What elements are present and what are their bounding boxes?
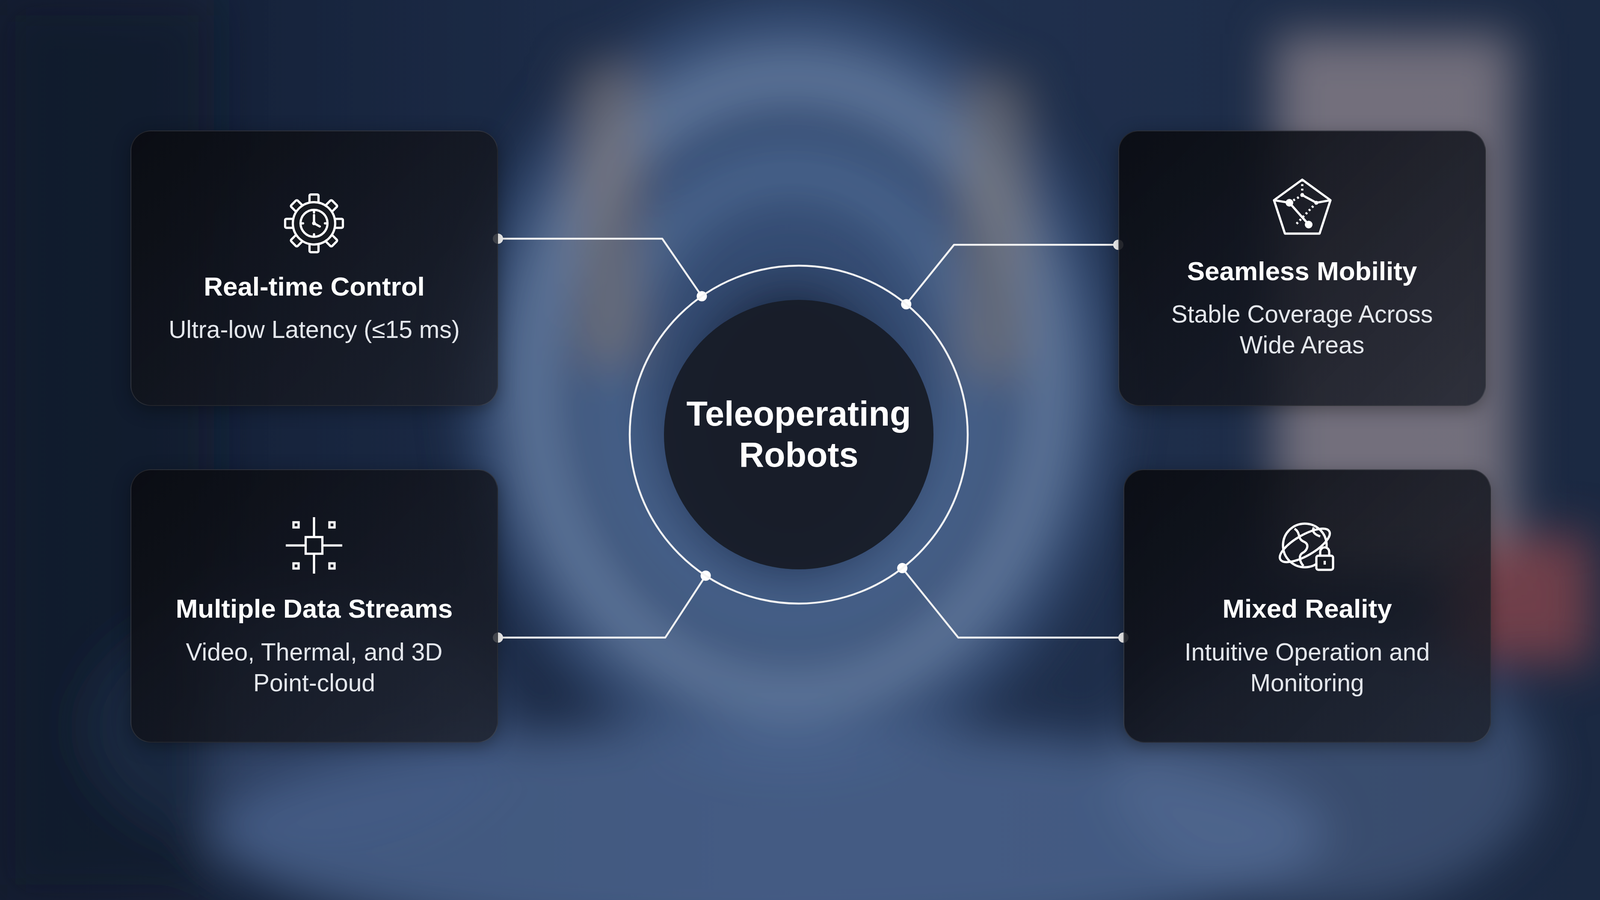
card-heading: Real-time Control <box>203 270 425 303</box>
hub-core <box>663 299 934 570</box>
card-content: Real-time ControlUltra-low Latency (≤15 … <box>168 191 460 346</box>
feature-card: Real-time ControlUltra-low Latency (≤15 … <box>130 130 498 406</box>
connector-line <box>906 244 1119 305</box>
card-description: Stable Coverage Across Wide Areas <box>1148 299 1457 361</box>
card-icon <box>281 513 347 578</box>
hub-title: Teleoperating Robots <box>674 393 923 476</box>
card-icon <box>1275 513 1340 578</box>
card-description: Intuitive Operation and Monitoring <box>1183 637 1432 699</box>
card-description: Ultra-low Latency (≤15 ms) <box>168 314 460 346</box>
card-description: Video, Thermal, and 3D Point-cloud <box>185 637 443 699</box>
card-icon <box>1270 175 1335 240</box>
card-icon <box>281 191 347 256</box>
connector-line <box>497 238 702 297</box>
card-heading: Mixed Reality <box>1222 592 1392 625</box>
feature-card: Seamless MobilityStable Coverage Across … <box>1118 130 1486 406</box>
card-content: Multiple Data StreamsVideo, Thermal, and… <box>175 513 454 699</box>
hub-shape <box>628 264 969 605</box>
hub-circle: Teleoperating Robots <box>628 264 969 605</box>
card-heading: Multiple Data Streams <box>175 592 454 625</box>
card-content: Mixed RealityIntuitive Operation and Mon… <box>1183 513 1432 699</box>
hub-ring <box>629 265 968 604</box>
card-content: Seamless MobilityStable Coverage Across … <box>1148 175 1457 361</box>
feature-card: Multiple Data StreamsVideo, Thermal, and… <box>130 469 498 743</box>
connector-line <box>902 568 1124 638</box>
connector-line <box>497 575 706 638</box>
feature-card: Mixed RealityIntuitive Operation and Mon… <box>1123 469 1491 743</box>
card-heading: Seamless Mobility <box>1187 255 1418 288</box>
